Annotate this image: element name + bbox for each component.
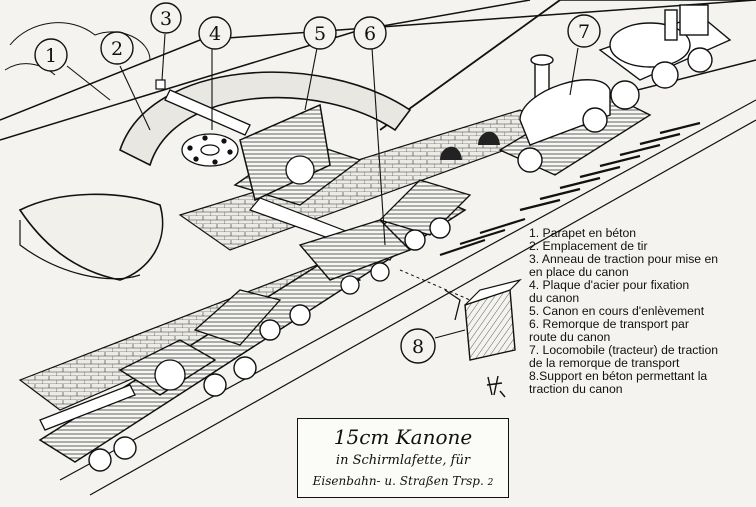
callout-5: 5: [303, 16, 337, 50]
title-main: 15cm Kanone: [333, 425, 473, 449]
callout-4-label: 4: [209, 23, 221, 45]
callout-5-label: 5: [314, 23, 326, 45]
legend-item: 1. Parapet en béton: [529, 226, 637, 240]
legend-item-continuation: en place du canon: [529, 265, 629, 279]
callout-2-label: 2: [111, 38, 123, 60]
title-subtitle-2: Eisenbahn- u. Straßen Trsp. 2: [298, 474, 508, 488]
legend-item-continuation: de la remorque de transport: [529, 356, 680, 370]
callout-2: 2: [100, 31, 134, 65]
callout-6: 6: [353, 16, 387, 50]
callout-8: 8: [400, 328, 436, 364]
callout-7-label: 7: [578, 21, 590, 43]
callout-7: 7: [567, 14, 601, 48]
railway-track: [59, 99, 756, 496]
callout-3: 3: [150, 2, 182, 34]
gun-on-trailer: [39, 339, 217, 431]
legend-item-continuation: du canon: [529, 291, 580, 305]
legend-item: 2. Emplacement de tir: [529, 239, 648, 253]
callout-leaders: [66, 33, 579, 339]
title-subtitle-2-text: Eisenbahn- u. Straßen Trsp.: [312, 474, 484, 488]
callout-8-label: 8: [412, 336, 424, 358]
artist-signature: [486, 375, 506, 398]
callout-3-label: 3: [160, 8, 172, 30]
legend-item-continuation: route du canon: [529, 330, 611, 344]
legend-item: 3. Anneau de traction pour mise en: [529, 252, 719, 266]
legend-item: 8.Support en béton permettant la: [529, 369, 708, 383]
gun-being-removed: [164, 89, 412, 295]
callout-4: 4: [198, 16, 232, 50]
concrete-support: [399, 269, 522, 361]
traction-ring: [155, 79, 166, 90]
callout-6-label: 6: [364, 23, 376, 45]
legend-item-continuation: traction du canon: [529, 382, 623, 396]
steel-plate: [181, 133, 239, 167]
title-subtitle-1: in Schirmlafette, für: [335, 453, 471, 468]
legend-item: 6. Remorque de transport par: [529, 317, 689, 331]
legend-item: 7. Locomobile (tracteur) de traction: [529, 343, 718, 357]
concrete-parapet: [18, 71, 412, 281]
callout-1: 1: [34, 38, 68, 72]
callout-1-label: 1: [45, 45, 57, 67]
legend-item: 4. Plaque d'acier pour fixation: [529, 278, 690, 292]
locomobile: [498, 4, 732, 176]
title-box: 15cm Kanone in Schirmlafette, für Eisenb…: [297, 418, 509, 498]
page-mark: 2: [487, 478, 494, 488]
legend-item: 5. Canon en cours d'enlèvement: [529, 304, 705, 318]
